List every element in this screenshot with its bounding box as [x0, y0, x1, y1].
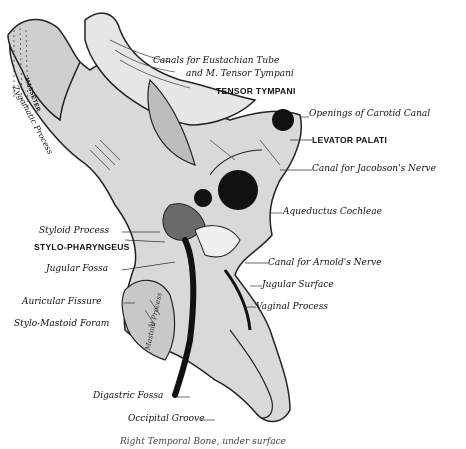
figure-caption: Right Temporal Bone, under surface — [120, 438, 286, 447]
label-canals-eustachian: Canals for Eustachian Tube — [153, 57, 279, 66]
label-occipital-groove: Occipital Groove — [128, 415, 204, 424]
label-canals-tensor: and M. Tensor Tympani — [186, 70, 294, 79]
carotid-canal-opening-upper — [272, 109, 294, 131]
label-jugular-fossa: Jugular Fossa — [46, 265, 108, 274]
label-stylo-pharyngeus: STYLO-PHARYNGEUS — [34, 243, 130, 252]
label-aqueductus-cochleae: Aqueductus Cochleae — [283, 208, 382, 217]
label-stylo-mastoid-foramen: Stylo-Mastoid Foram — [14, 320, 109, 329]
label-canal-arnold: Canal for Arnold's Nerve — [268, 259, 382, 268]
label-jugular-surface: Jugular Surface — [262, 281, 334, 290]
label-auricular-fissure: Auricular Fissure — [22, 298, 102, 307]
label-levator-palati: LEVATOR PALATI — [312, 136, 387, 145]
label-openings-carotid: Openings of Carotid Canal — [309, 110, 430, 119]
label-tensor-tympani: TENSOR TYMPANI — [216, 87, 296, 96]
label-canal-jacobson: Canal for Jacobson's Nerve — [312, 165, 436, 174]
label-vaginal-process: Vaginal Process — [256, 303, 328, 312]
label-digastric-fossa: Digastric Fossa — [93, 392, 163, 401]
label-styloid-process: Styloid Process — [39, 227, 109, 236]
carotid-canal-opening-lower — [218, 170, 258, 210]
